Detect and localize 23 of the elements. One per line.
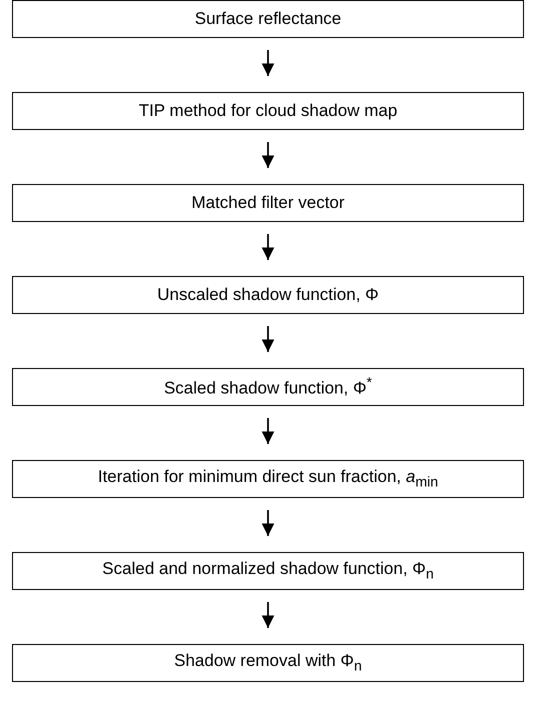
step-label: Shadow removal with Φ$_{n}$ <box>174 651 362 675</box>
step-label: Unscaled shadow function, Φ <box>157 285 379 305</box>
process-box <box>12 644 524 682</box>
process-box <box>12 368 524 406</box>
process-box <box>12 184 524 222</box>
process-box <box>12 276 524 314</box>
step-label: Surface reflectance <box>194 9 342 29</box>
step-label: Scaled shadow function, Φ$^{*}$ <box>164 375 372 399</box>
step-label: Scaled and normalized shadow function, Φ$_{n}$ <box>102 559 434 583</box>
process-box <box>12 92 524 130</box>
step-label: TIP method for cloud shadow map <box>138 101 398 121</box>
arrow <box>262 142 274 168</box>
arrow <box>262 50 274 76</box>
process-box <box>12 460 524 498</box>
arrow <box>262 602 274 628</box>
process-box <box>12 0 524 38</box>
arrow <box>262 326 274 352</box>
arrow <box>262 510 274 536</box>
step-label: Iteration for minimum direct sun fraction, a$_{min}$ <box>98 467 438 491</box>
step-label: Matched filter vector <box>191 193 345 213</box>
process-box <box>12 552 524 590</box>
arrow <box>262 418 274 444</box>
arrow <box>262 234 274 260</box>
